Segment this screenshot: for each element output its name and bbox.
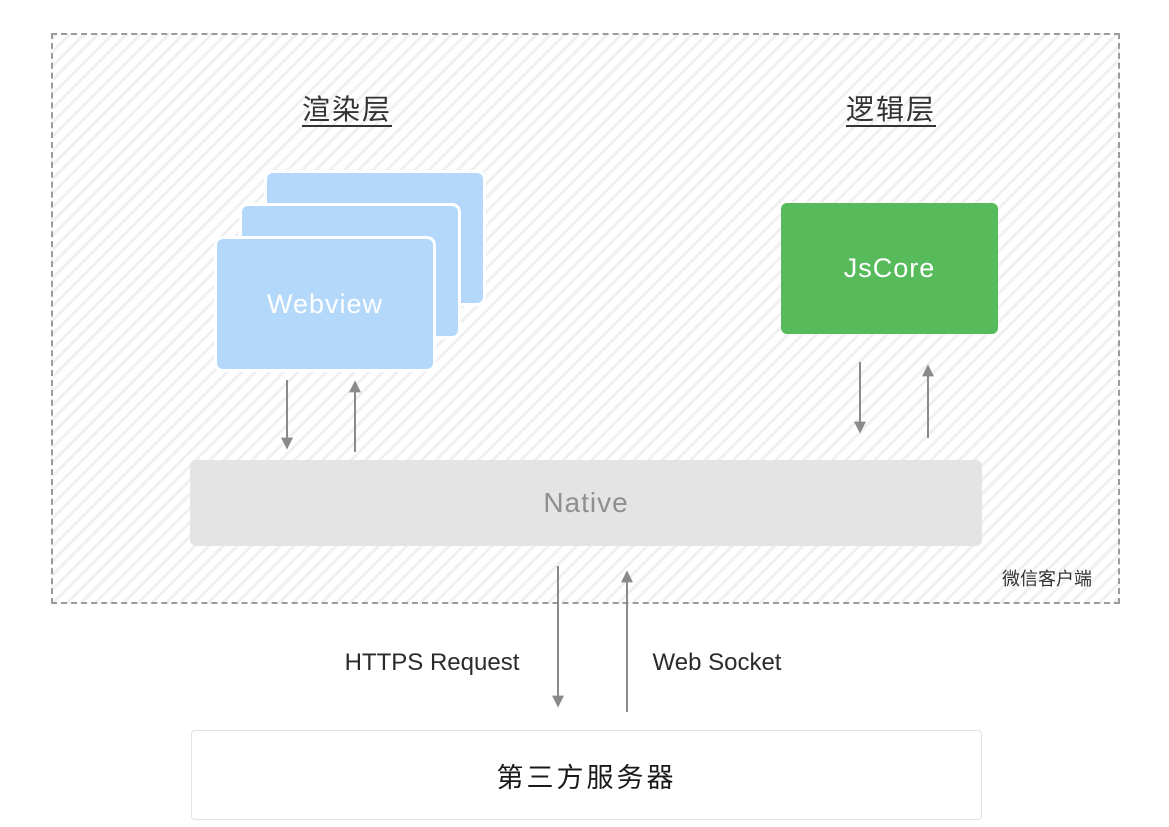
third-party-server-box: 第三方服务器 [191, 730, 982, 820]
wechat-client-label: 微信客户端 [1002, 569, 1092, 589]
webview-label: Webview [266, 288, 384, 319]
logic-layer-title: 逻辑层 [845, 94, 937, 125]
native-bar: Native [190, 460, 982, 546]
web-socket-label: Web Socket [652, 649, 782, 676]
webview-card-front: Webview [214, 236, 436, 372]
jscore-label: JsCore [843, 253, 936, 283]
third-party-server-label: 第三方服务器 [496, 762, 677, 793]
render-layer-title: 渲染层 [301, 94, 393, 125]
native-label: Native [543, 487, 629, 518]
https-request-label: HTTPS Request [344, 649, 520, 676]
jscore-box: JsCore [781, 203, 998, 334]
